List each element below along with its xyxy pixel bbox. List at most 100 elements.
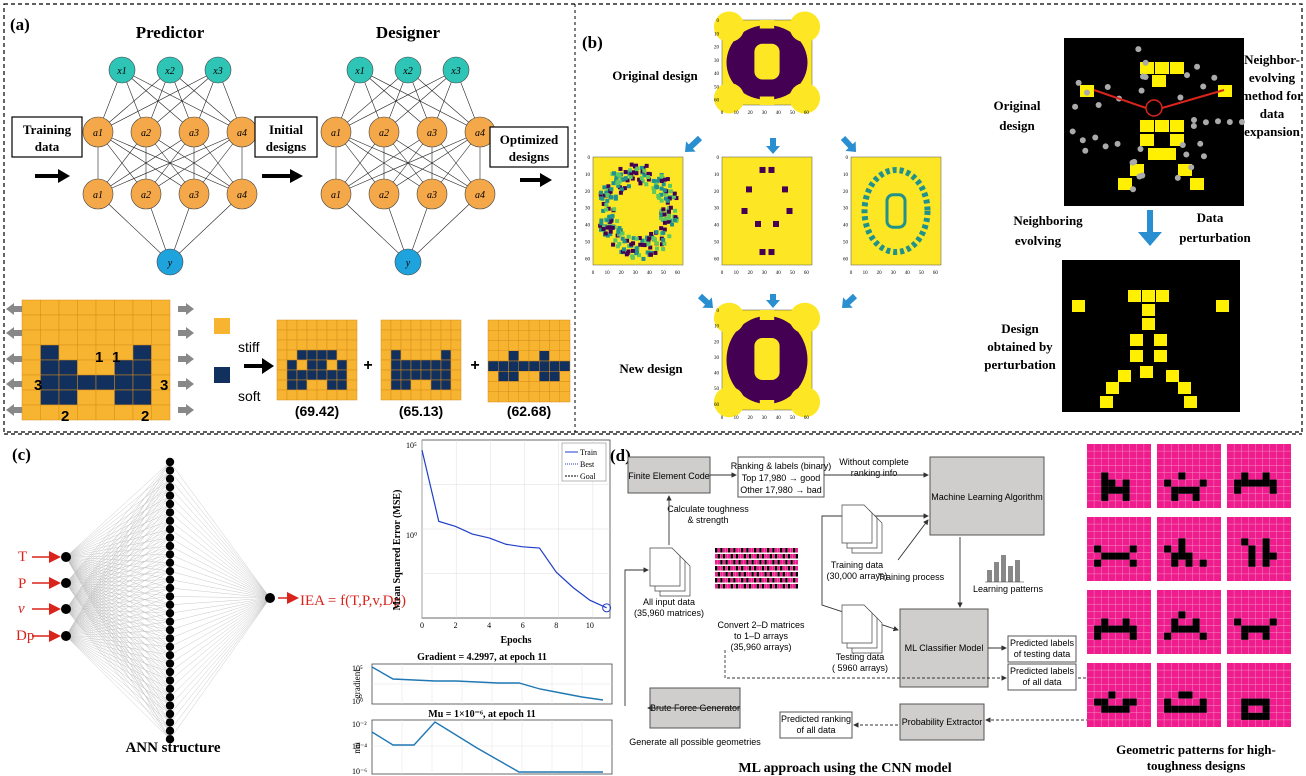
- arrow-right-icon: [262, 169, 303, 183]
- grid-cell: [411, 320, 421, 330]
- soft-cell: [1263, 699, 1270, 706]
- noise-cell: [609, 230, 613, 234]
- grid-number-3b: 3: [160, 377, 168, 394]
- y-tick: 50: [843, 240, 849, 245]
- soft-cell: [1094, 633, 1101, 640]
- array-cell: [725, 548, 727, 553]
- array-cell: [733, 554, 735, 559]
- array-cell: [780, 554, 782, 559]
- noise-cell: [670, 222, 674, 226]
- array-cell: [780, 566, 782, 571]
- array-cell: [759, 566, 761, 571]
- grid-cell: [287, 340, 297, 350]
- array-cell: [777, 548, 779, 553]
- grid-cell: [401, 350, 411, 360]
- grid-cell: [277, 370, 287, 380]
- grid-cell: [550, 371, 560, 381]
- x-tick: 0: [721, 271, 724, 276]
- array-cell: [728, 578, 730, 583]
- array-cell: [790, 560, 792, 565]
- array-cell: [764, 566, 766, 571]
- grid-cell: [59, 330, 78, 345]
- candidate-dot: [1194, 64, 1200, 70]
- hidden-neuron: [166, 458, 174, 466]
- noise-cell: [661, 231, 665, 235]
- pattern-grid: [1087, 517, 1151, 581]
- candidate-dot: [1227, 119, 1233, 125]
- learning-bar: [994, 562, 999, 582]
- yellow-cell: [1106, 382, 1119, 394]
- edge: [66, 636, 170, 680]
- soft-cell: [1193, 494, 1200, 501]
- stiff-corner: [790, 387, 821, 418]
- grid-cell: [115, 330, 134, 345]
- y-tick: 20: [714, 46, 720, 51]
- array-cell: [767, 560, 769, 565]
- grid-cell: [277, 380, 287, 390]
- array-cell: [720, 578, 722, 583]
- hidden-neuron: [166, 517, 174, 525]
- grid-cell: [297, 330, 307, 340]
- input-node-label: x2: [164, 66, 174, 77]
- grid-cell: [277, 320, 287, 330]
- arrow-right-icon: [520, 173, 552, 187]
- noise-cell: [612, 207, 616, 211]
- array-cell: [715, 548, 717, 553]
- input-neuron: [61, 604, 71, 614]
- grid-cell: [327, 340, 337, 350]
- array-cell: [788, 572, 790, 577]
- hidden-neuron: [166, 718, 174, 726]
- edge: [66, 487, 170, 557]
- grid-cell: [550, 361, 560, 371]
- grid-cell: [307, 360, 317, 370]
- array-cell: [772, 572, 774, 577]
- noise-cell: [661, 247, 665, 251]
- hidden-neuron: [166, 475, 174, 483]
- soft-cell: [1130, 633, 1137, 640]
- array-cell: [738, 584, 740, 589]
- mse-xlabel: Epochs: [500, 635, 531, 646]
- soft-cell: [1101, 626, 1108, 633]
- arrow-shape: [838, 133, 861, 157]
- yellow-cell: [1170, 62, 1184, 74]
- soft-cell: [1178, 553, 1185, 560]
- hidden-node-label: a1: [93, 128, 103, 139]
- grid-cell: [337, 350, 347, 360]
- array-cell: [785, 584, 787, 589]
- soft-cell: [1263, 480, 1270, 487]
- score-3: (62.68): [507, 403, 551, 419]
- grid-cell: [297, 380, 307, 390]
- grid-cell: [152, 330, 171, 345]
- training-process: Training process: [878, 572, 945, 582]
- grid-cell: [59, 315, 78, 330]
- soft-cell: [769, 167, 775, 173]
- y-tick: 0: [846, 156, 849, 161]
- pattern-grid: [1157, 663, 1221, 727]
- soft-cell: [1101, 480, 1108, 487]
- plus-sign: +: [470, 357, 479, 374]
- yellow-cell: [1140, 120, 1154, 132]
- array-cell: [715, 566, 717, 571]
- array-cell: [749, 566, 751, 571]
- array-cell: [757, 548, 759, 553]
- grid-cell: [421, 370, 431, 380]
- grid-cell: [78, 345, 97, 360]
- soft-cell: [1185, 691, 1192, 698]
- yellow-cell: [1190, 178, 1204, 190]
- array-cell: [751, 578, 753, 583]
- soft-cell: [1263, 626, 1270, 633]
- soft-cell: [769, 249, 775, 255]
- noise-cell: [669, 206, 673, 210]
- input-node-label: x3: [450, 66, 460, 77]
- soft-cell: [1094, 545, 1101, 552]
- grid-cell: [560, 330, 570, 340]
- soft-cell: [1241, 472, 1248, 479]
- mse-xtick: 8: [554, 621, 558, 630]
- grid-cell: [381, 370, 391, 380]
- array-cell: [746, 584, 748, 589]
- gradient-ylabel: gradient: [352, 669, 362, 699]
- grid-cell: [115, 390, 134, 405]
- array-cell: [738, 578, 740, 583]
- grid-cell: [401, 360, 411, 370]
- soft-cell: [760, 249, 766, 255]
